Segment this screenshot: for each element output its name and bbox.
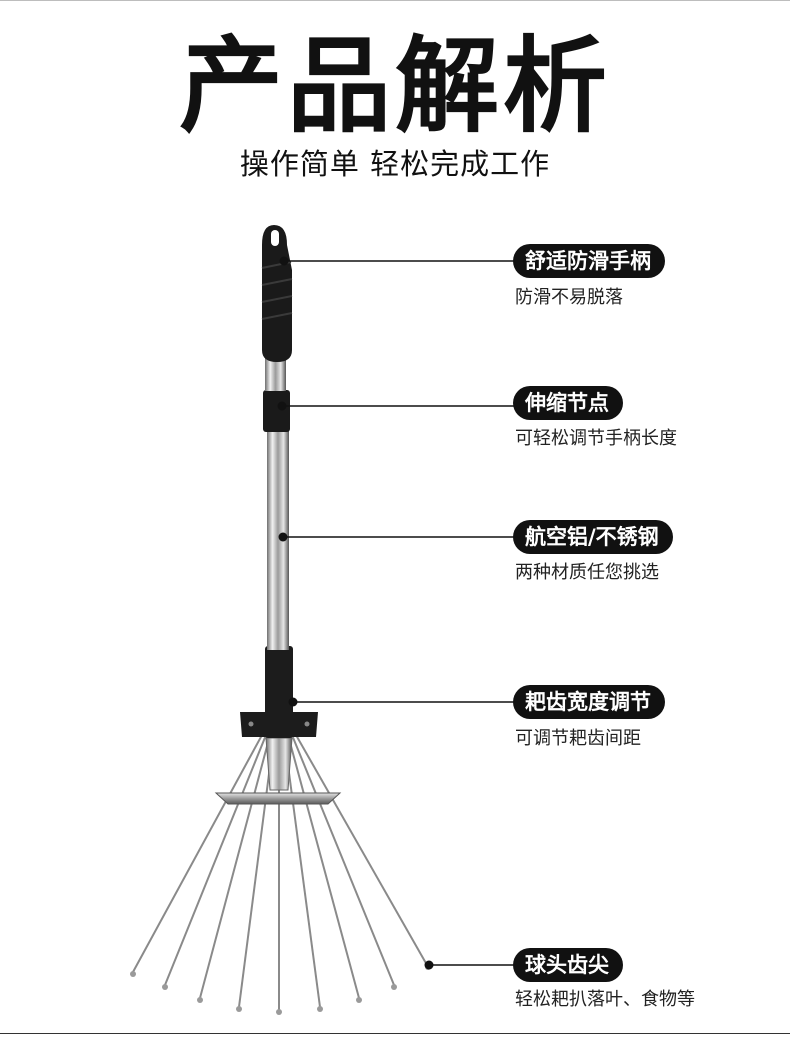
callout-desc-width: 可调节耙齿间距 [515, 728, 641, 749]
telescopic-joint [263, 390, 290, 432]
callout-badge-handle: 舒适防滑手柄 [513, 244, 665, 278]
callout-desc-telescopic: 可轻松调节手柄长度 [515, 428, 677, 449]
ball-tips [130, 964, 431, 1015]
adjuster-sleeve [265, 646, 293, 738]
hang-hole [271, 230, 279, 246]
callout-badge-material: 航空铝/不锈钢 [513, 520, 673, 554]
lower-pole [267, 430, 289, 650]
callout-desc-ball-tip: 轻松耙扒落叶、食物等 [515, 989, 695, 1010]
tine-plate [214, 792, 342, 805]
leader-lines [282, 260, 515, 966]
rake-tines [132, 734, 428, 1010]
page-title: 产品解析 [178, 25, 611, 147]
top-divider [0, 0, 790, 1]
callout-desc-material: 两种材质任您挑选 [515, 562, 659, 583]
callout-badge-ball-tip: 球头齿尖 [513, 948, 623, 982]
callout-badge-width: 耙齿宽度调节 [513, 685, 665, 719]
bottom-divider [0, 1033, 790, 1034]
leader-dots [277, 256, 434, 970]
handle-grip [262, 225, 292, 362]
callout-desc-handle: 防滑不易脱落 [515, 287, 623, 308]
callout-badge-telescopic: 伸缩节点 [513, 386, 623, 420]
page-subtitle: 操作简单 轻松完成工作 [239, 147, 551, 181]
